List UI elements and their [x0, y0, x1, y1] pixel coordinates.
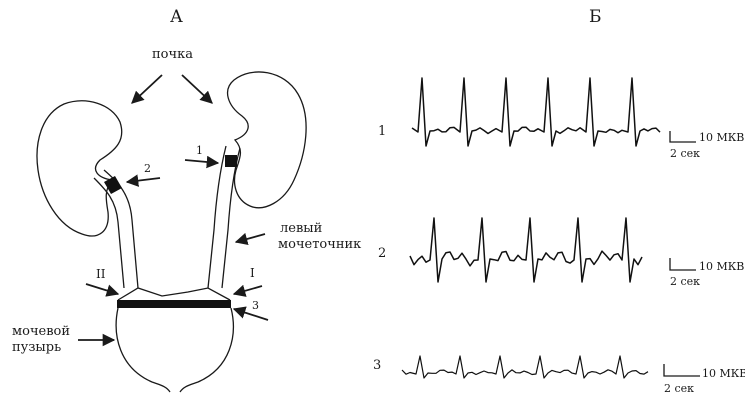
trace-1 [412, 78, 660, 146]
bladder-label-line2: пузырь [12, 340, 61, 355]
arrow-I [234, 286, 262, 294]
arrow-1 [185, 160, 218, 163]
trace-2 [410, 218, 642, 282]
left-kidney [228, 72, 307, 208]
marker-I: I [250, 266, 255, 280]
kidney-label: почка [152, 47, 193, 62]
arrow-3 [234, 309, 268, 320]
trace-1-time-scale: 2 сек [670, 147, 700, 160]
trace-2-label: 2 [378, 246, 386, 261]
bladder-outline [116, 308, 233, 392]
trace-3-time-scale: 2 сек [664, 382, 694, 394]
marker-1: 1 [196, 144, 203, 157]
trace-3-label: 3 [373, 358, 381, 373]
arrow-II [86, 284, 118, 294]
panel-a: А почка 2 1 левый мочеточник II I [12, 7, 361, 392]
marker-2: 2 [144, 162, 151, 175]
trace-2-amp-scale: 10 МКВ [699, 260, 744, 273]
kidney-arrow-left [132, 75, 162, 103]
panel-a-heading: А [170, 7, 183, 27]
kidney-arrow-right [182, 75, 212, 103]
electrode-1-block [225, 155, 237, 167]
trace-2-scale-bar [670, 258, 696, 270]
marker-3: 3 [252, 299, 259, 312]
panel-b: Б 1 10 МКВ 2 сек 2 10 МКВ 2 сек 3 10 МКВ… [373, 7, 745, 394]
marker-II: II [96, 267, 106, 281]
panel-b-heading: Б [589, 7, 602, 27]
ureter-label-line2: мочеточник [278, 237, 361, 252]
right-kidney [37, 101, 122, 236]
trace-2-time-scale: 2 сек [670, 275, 700, 288]
left-ureter-inner [222, 148, 240, 288]
trace-1-amp-scale: 10 МКВ [699, 131, 744, 144]
arrow-2 [127, 178, 160, 182]
bladder-top [118, 288, 230, 300]
left-ureter-outer [208, 146, 226, 288]
ureter-arrow [236, 234, 265, 242]
trace-1-scale-bar [670, 131, 696, 142]
trace-1-label: 1 [378, 124, 386, 139]
trace-3-amp-scale: 10 МКВ [702, 367, 745, 380]
bladder-label-line1: мочевой [12, 324, 70, 339]
bladder-band [117, 300, 231, 308]
ureter-label-line1: левый [280, 221, 322, 236]
trace-3-scale-bar [664, 364, 700, 376]
trace-3 [402, 356, 648, 378]
